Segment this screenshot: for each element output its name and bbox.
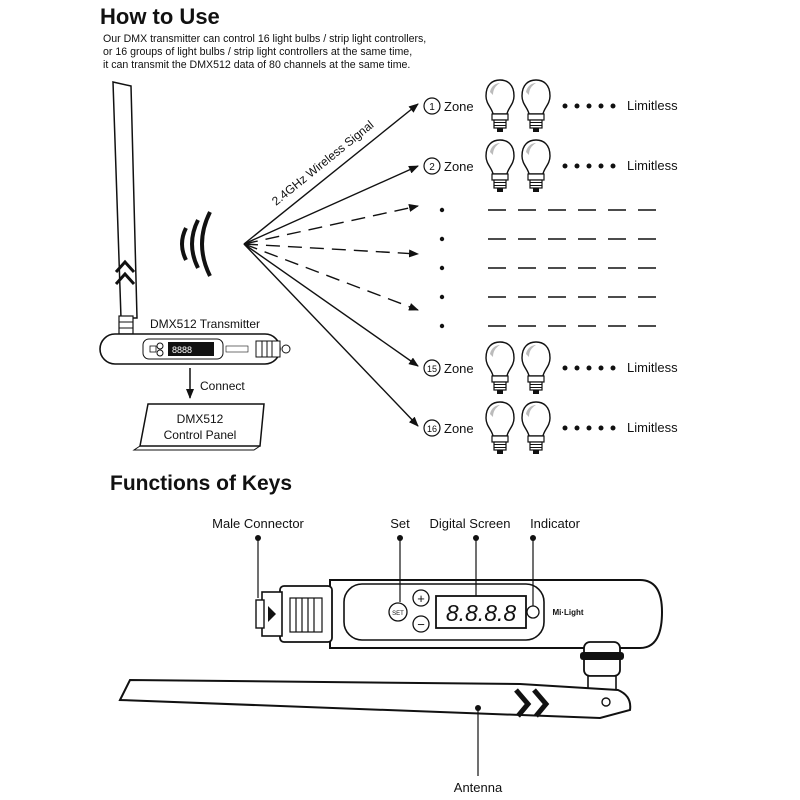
- signal-label: 2.4GHz Wireless Signal: [269, 118, 376, 209]
- zone-number: 2: [429, 162, 435, 173]
- digital-screen: [435, 595, 527, 629]
- callout-lines: [257, 538, 534, 776]
- callout-dot: [255, 535, 261, 541]
- zone-row-2: 2 Zone Limitless: [423, 139, 678, 193]
- callout-dot: [530, 535, 536, 541]
- transmitter-illustration: [99, 81, 291, 365]
- zone-row-1: 1 Zone Limitless: [423, 79, 678, 133]
- minus-button: [412, 615, 430, 633]
- connect-label: Connect: [200, 379, 245, 393]
- bulb-icon: [521, 79, 551, 133]
- minus-button-label: −: [417, 617, 425, 632]
- zone-label: Zone: [444, 99, 474, 114]
- intro-line-3: it can transmit the DMX512 data of 80 ch…: [103, 59, 411, 71]
- zone-limit: Limitless: [627, 360, 678, 375]
- intro-line-1: Our DMX transmitter can control 16 light…: [103, 33, 427, 45]
- transmitter-display: 8888: [172, 345, 192, 355]
- zone-limit: Limitless: [627, 98, 678, 113]
- intro-line-2: or 16 groups of light bulbs / strip ligh…: [103, 46, 413, 58]
- control-panel-line-1: DMX512: [177, 412, 224, 426]
- bulb-icon: [485, 401, 515, 455]
- callout-dot: [475, 705, 481, 711]
- zone-limit: Limitless: [627, 420, 678, 435]
- bulb-icon: [521, 139, 551, 193]
- indicator-light: [526, 605, 540, 619]
- transmitter-label: DMX512 Transmitter: [150, 317, 260, 331]
- signal-waves-icon: [180, 211, 212, 277]
- how-to-use-title: How to Use: [100, 4, 220, 29]
- zone-number: 1: [429, 102, 435, 113]
- bulb-icon: [485, 79, 515, 133]
- set-button: [388, 602, 408, 622]
- plus-button: [412, 589, 430, 607]
- signal-arrows: [243, 103, 419, 427]
- transmitter-screen: [168, 342, 214, 356]
- callout-dot: [473, 535, 479, 541]
- functions-of-keys-title: Functions of Keys: [110, 472, 293, 495]
- zone-number: 15: [427, 364, 437, 374]
- control-panel-line-2: Control Panel: [164, 428, 237, 442]
- set-callout: Set: [390, 516, 410, 531]
- zone-label: Zone: [444, 361, 474, 376]
- set-button-label: SET: [392, 611, 404, 617]
- antenna-small: [112, 81, 138, 319]
- transmitter-large: [118, 579, 664, 720]
- brand-logo: Mi·Light: [552, 608, 583, 617]
- zone-limit: Limitless: [627, 158, 678, 173]
- ellipsis-rows: [439, 207, 668, 329]
- antenna-callout: Antenna: [454, 780, 503, 795]
- bulb-icon: [521, 401, 551, 455]
- digital-screen-callout: Digital Screen: [430, 516, 511, 531]
- plus-button-label: +: [417, 591, 425, 606]
- antenna: [118, 678, 632, 720]
- bulb-icon: [521, 341, 551, 395]
- zone-label: Zone: [444, 421, 474, 436]
- bulb-icon: [485, 341, 515, 395]
- male-connector-callout: Male Connector: [212, 516, 304, 531]
- zone-row-16: 16 Zone Limitless: [423, 401, 678, 455]
- screen-digits: 8.8.8.8: [446, 600, 517, 626]
- bulb-icon: [485, 139, 515, 193]
- zone-label: Zone: [444, 159, 474, 174]
- indicator-callout: Indicator: [530, 516, 581, 531]
- zone-row-15: 15 Zone Limitless: [423, 341, 678, 395]
- callout-dot: [397, 535, 403, 541]
- zone-number: 16: [427, 424, 437, 434]
